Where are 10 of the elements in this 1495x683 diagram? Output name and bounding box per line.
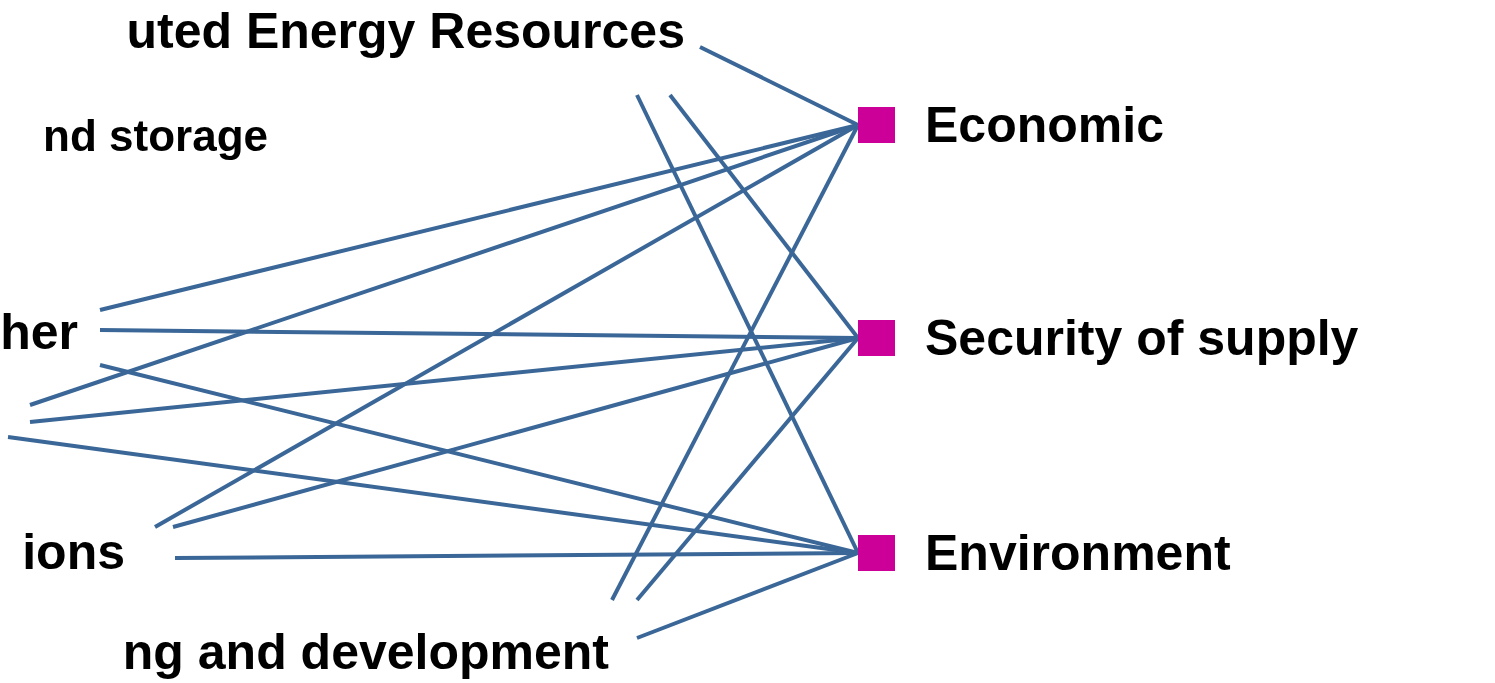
resource-label: uted Energy Resources — [126, 2, 685, 61]
connector-line — [699, 45, 859, 127]
resource-label: nd storage — [43, 109, 268, 162]
criterion-label: Security of supply — [925, 313, 1359, 363]
connector-line — [635, 94, 860, 554]
criterion-label: Environment — [925, 528, 1231, 578]
criterion-label: Economic — [925, 100, 1164, 150]
resource-label: her — [0, 303, 78, 363]
resource-label: ng and development — [122, 622, 609, 682]
resource-label: ions — [22, 522, 125, 582]
